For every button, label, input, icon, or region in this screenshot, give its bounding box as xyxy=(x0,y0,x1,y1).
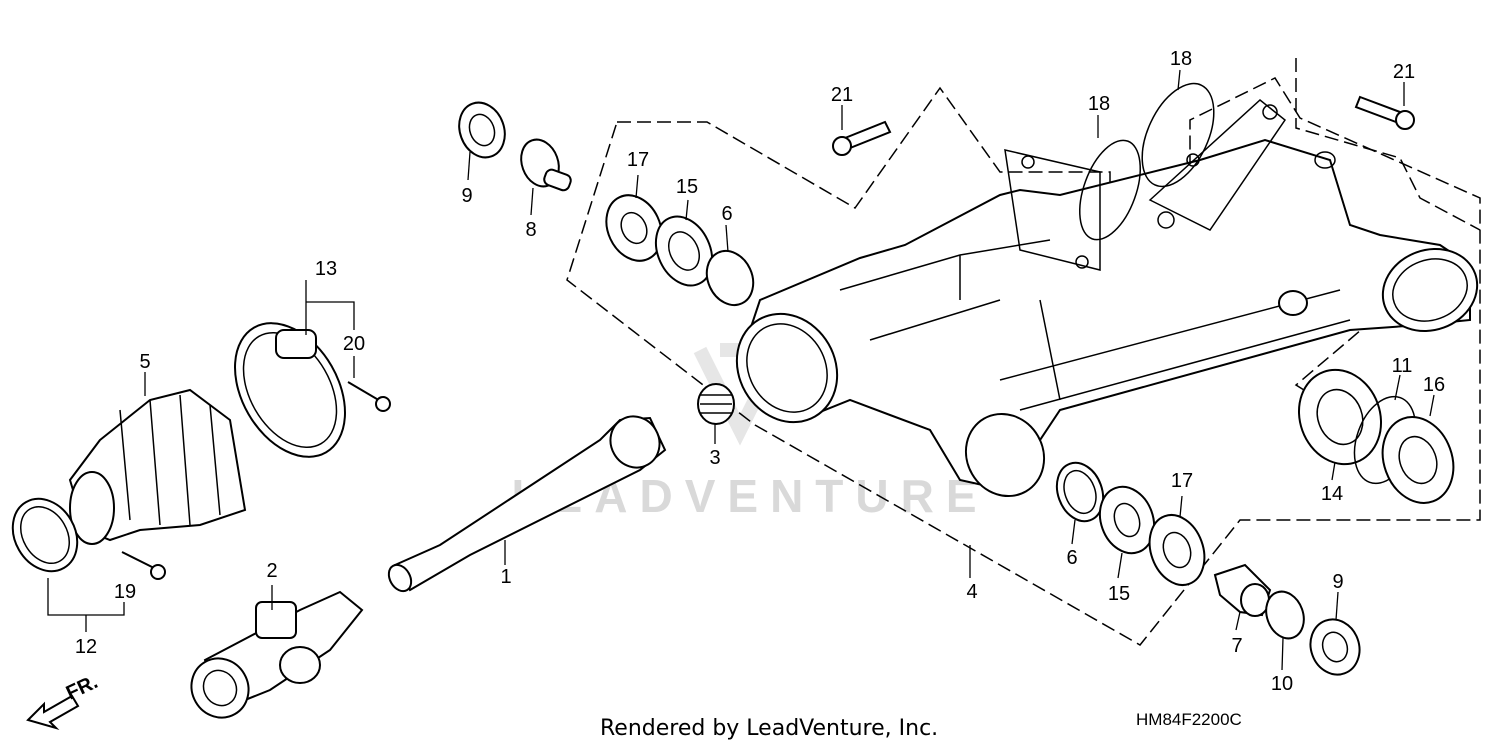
boot-band-small xyxy=(11,497,79,573)
leader-lines xyxy=(47,69,1435,671)
callout-9-top: 9 xyxy=(461,185,472,207)
oil-seal-top xyxy=(605,194,663,262)
callout-14: 14 xyxy=(1321,483,1343,505)
render-credit: Rendered by LeadVenture, Inc. xyxy=(600,716,939,741)
boot-band-large xyxy=(234,322,346,458)
boot xyxy=(68,388,247,545)
locknut-top xyxy=(458,101,506,159)
pivot-adjust-bolt xyxy=(520,138,572,192)
universal-joint xyxy=(190,590,364,719)
callout-13: 13 xyxy=(315,258,337,280)
bearing-14 xyxy=(1297,368,1383,466)
callout-17-top: 17 xyxy=(627,149,649,171)
callout-18-left: 18 xyxy=(1088,93,1110,115)
oil-seal-bottom xyxy=(1148,514,1206,586)
callout-12: 12 xyxy=(75,636,97,658)
callout-17-bottom: 17 xyxy=(1171,470,1193,492)
bearing-bottom xyxy=(1098,485,1156,555)
callout-18-right: 18 xyxy=(1170,48,1192,70)
bearing-top xyxy=(654,215,714,287)
callout-10: 10 xyxy=(1271,673,1293,695)
callout-6-bottom: 6 xyxy=(1066,547,1077,569)
callout-20: 20 xyxy=(343,333,365,355)
bolt-21-left xyxy=(832,120,892,156)
clamp-10 xyxy=(1265,590,1305,640)
callout-21-right: 21 xyxy=(1393,61,1415,83)
callout-4: 4 xyxy=(966,581,977,603)
spring xyxy=(697,383,735,425)
circlip-18-right xyxy=(1141,82,1215,188)
dust-cap-top xyxy=(705,249,755,307)
callout-1: 1 xyxy=(500,566,511,588)
drive-shaft xyxy=(387,415,667,593)
front-direction-arrow: FR. xyxy=(26,671,101,731)
locknut-bottom xyxy=(1309,618,1361,676)
dust-cap-bottom xyxy=(1055,461,1105,523)
callout-19: 19 xyxy=(114,581,136,603)
callout-21-left: 21 xyxy=(831,84,853,106)
callout-6-top: 6 xyxy=(721,203,732,225)
clamp-screw-small xyxy=(121,551,166,580)
diagram-code: HM84F2200C xyxy=(1136,710,1242,729)
callout-7: 7 xyxy=(1231,635,1242,657)
oil-seal-16 xyxy=(1381,416,1455,504)
clamp-screw-large xyxy=(347,381,391,412)
callout-9-bottom: 9 xyxy=(1332,571,1343,593)
callout-11: 11 xyxy=(1392,355,1413,377)
bolt-21-right xyxy=(1354,95,1415,130)
callout-15-top: 15 xyxy=(676,176,698,198)
callouts: 1 2 3 4 5 6 6 7 8 9 9 10 11 12 13 14 15 … xyxy=(75,48,1445,695)
callout-5: 5 xyxy=(139,351,150,373)
callout-3: 3 xyxy=(709,447,720,469)
callout-2: 2 xyxy=(266,560,277,582)
callout-8: 8 xyxy=(525,219,536,241)
callout-15-bottom: 15 xyxy=(1108,583,1130,605)
callout-16: 16 xyxy=(1423,374,1445,396)
boot-7 xyxy=(1213,563,1272,617)
swingarm xyxy=(735,99,1479,498)
circlip-18-left xyxy=(1079,139,1141,241)
